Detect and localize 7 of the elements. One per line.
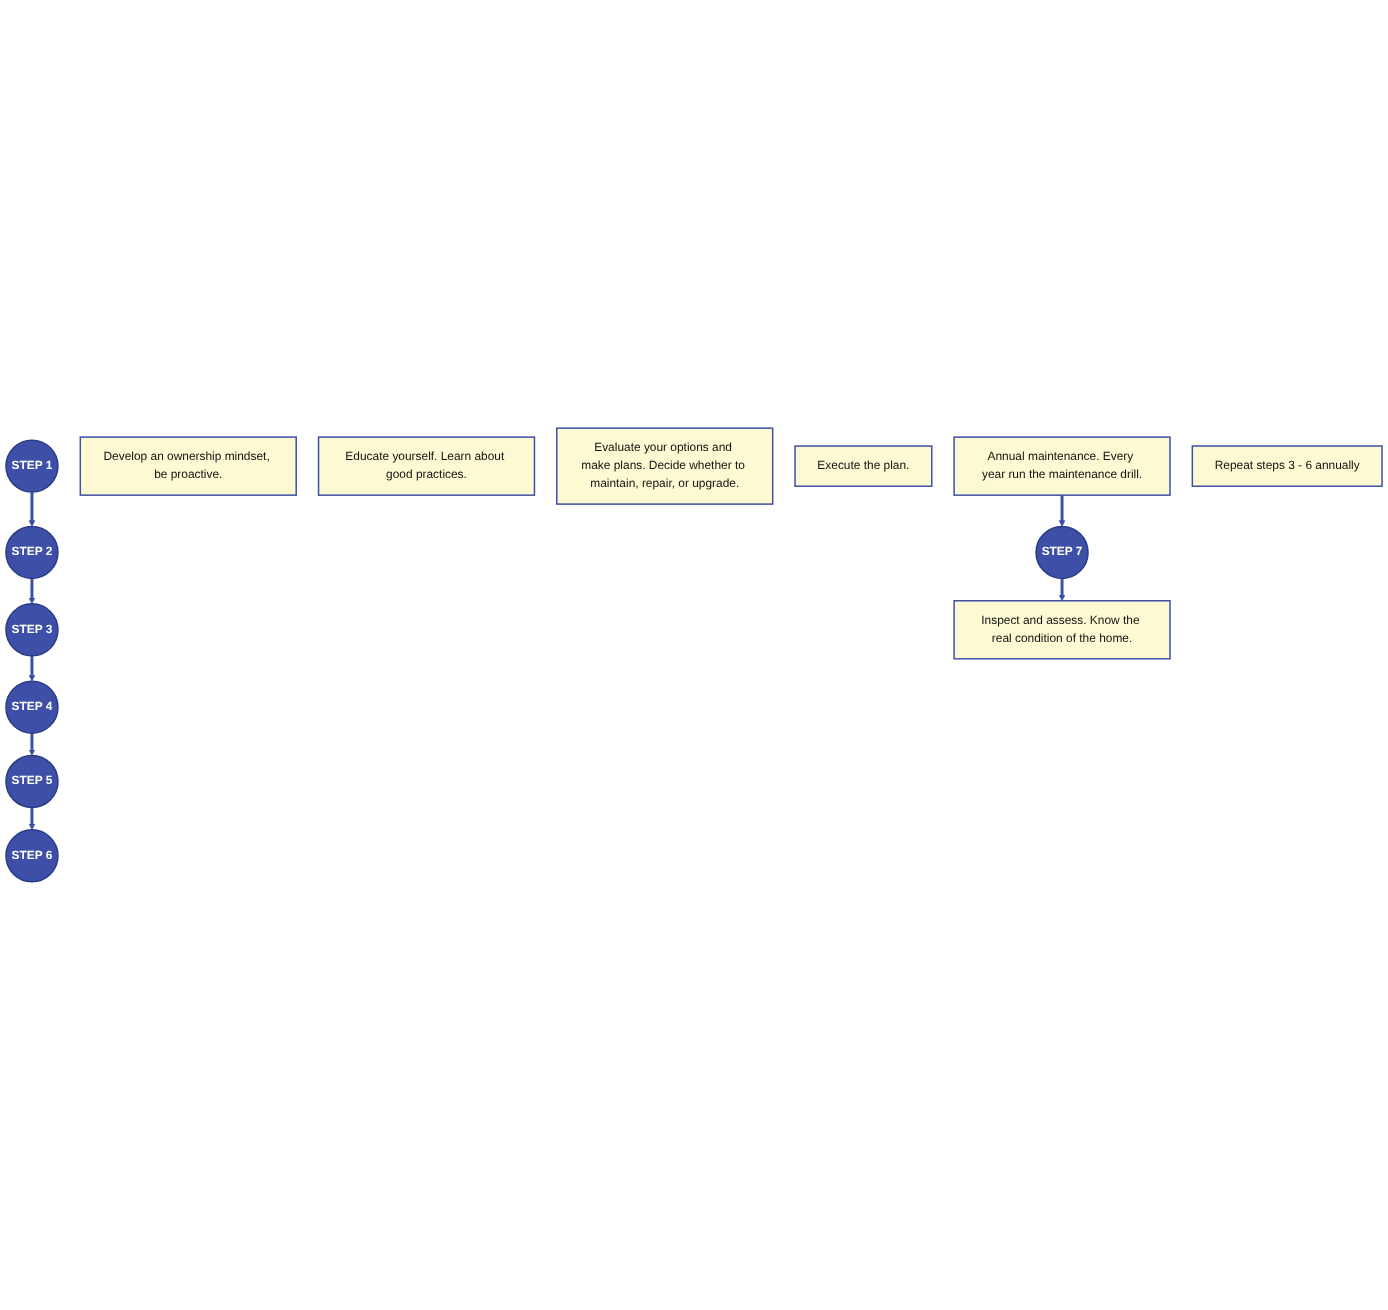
arrow [28, 733, 36, 756]
arrow [28, 578, 36, 605]
arrow [1058, 495, 1066, 527]
arrow [1058, 578, 1066, 602]
arrow [28, 655, 36, 682]
arrow [28, 807, 36, 831]
arrow [28, 492, 36, 527]
